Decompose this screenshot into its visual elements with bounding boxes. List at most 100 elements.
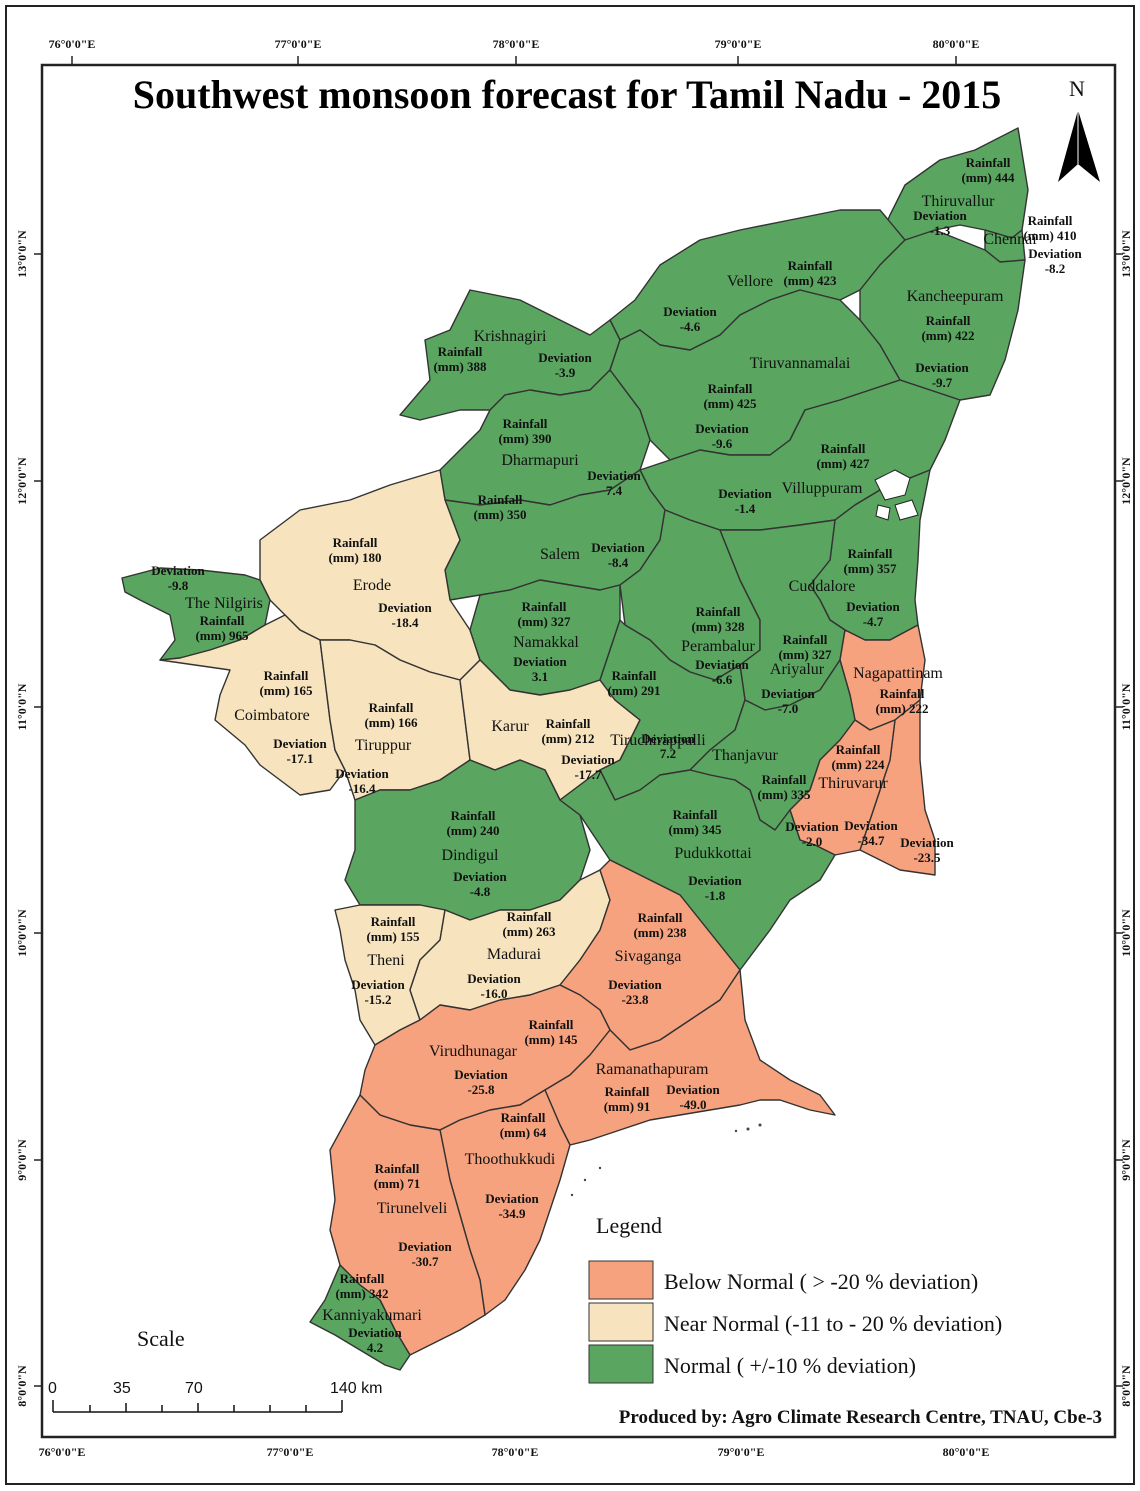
district-name-vellore: Vellore [727, 273, 773, 290]
district-name-virudhunagar: Virudhunagar [429, 1043, 518, 1060]
rainfall-label-tiruchirappalli: Rainfall [612, 668, 657, 683]
rainfall-value-tirunelveli: (mm) 71 [374, 1176, 421, 1191]
deviation-value-thoothukkudi: -34.9 [498, 1206, 526, 1221]
rainfall-label-chennai: Rainfall [1028, 213, 1073, 228]
deviation-value-villuppuram: -1.4 [735, 501, 756, 516]
lon-top-ticks [71, 56, 957, 65]
outer-frame [5, 5, 1135, 1485]
rainfall-value-theni: (mm) 155 [366, 929, 420, 944]
deviation-value-sivaganga: -23.8 [621, 992, 649, 1007]
legend-label-below: Below Normal ( > -20 % deviation) [664, 1269, 978, 1294]
rainfall-label-cuddalore: Rainfall [848, 546, 893, 561]
deviation-label-ramanathapuram: Deviation [666, 1082, 720, 1097]
deviation-value-ramanathapuram: -49.0 [679, 1097, 706, 1112]
rainfall-value-nagapattinam: (mm) 222 [875, 701, 928, 716]
rainfall-label-thanjavur: Rainfall [762, 772, 807, 787]
deviation-value-tiruvannamalai: -9.6 [712, 436, 733, 451]
rainfall-value-salem: (mm) 350 [473, 507, 526, 522]
deviation-label-krishnagiri: Deviation [538, 350, 592, 365]
rainfall-label-theni: Rainfall [371, 914, 416, 929]
scale-title: Scale [137, 1326, 185, 1351]
rainfall-label-pudukkottai: Rainfall [673, 807, 718, 822]
north-arrow-icon [1058, 110, 1100, 182]
rainfall-label-the-nilgiris: Rainfall [200, 613, 245, 628]
lat-right-8: 8°0'0"N [1119, 1365, 1133, 1407]
district-name-thiruvarur: Thiruvarur [818, 775, 888, 792]
rainfall-label-tiruvannamalai: Rainfall [708, 381, 753, 396]
legend: Legend Below Normal ( > -20 % deviation)… [588, 1213, 1002, 1384]
district-name-kanniyakumari: Kanniyakumari [322, 1307, 422, 1324]
rainfall-value-karur: (mm) 212 [541, 731, 594, 746]
rainfall-label-madurai: Rainfall [507, 909, 552, 924]
rainfall-label-vellore: Rainfall [788, 258, 833, 273]
rainfall-value-thanjavur: (mm) 335 [757, 787, 811, 802]
deviation-value-thanjavur: -2.0 [802, 834, 823, 849]
deviation-value-virudhunagar: -25.8 [467, 1082, 495, 1097]
lat-left-8: 8°0'0"N [15, 1365, 29, 1407]
deviation-value-ariyalur: -7.0 [778, 701, 799, 716]
district-name-dindigul: Dindigul [442, 847, 499, 864]
district-name-kancheepuram: Kancheepuram [907, 288, 1004, 305]
legend-title: Legend [596, 1213, 662, 1238]
lat-left-13: 13°0'0"N [15, 230, 29, 278]
deviation-value-kancheepuram: -9.7 [932, 375, 953, 390]
lon-top-76: 76°0'0"E [49, 37, 96, 51]
district-name-dharmapuri: Dharmapuri [501, 452, 579, 469]
deviation-value-madurai: -16.0 [480, 986, 507, 1001]
rainfall-value-vellore: (mm) 423 [783, 273, 837, 288]
district-name-ariyalur: Ariyalur [770, 661, 825, 678]
rainfall-value-villuppuram: (mm) 427 [816, 456, 870, 471]
deviation-label-virudhunagar: Deviation [454, 1067, 508, 1082]
district-kanniyakumari[interactable] [309, 1264, 411, 1371]
legend-swatch-near [588, 1302, 654, 1342]
deviation-label-thiruvallur: Deviation [913, 208, 967, 223]
deviation-label-coimbatore: Deviation [273, 736, 327, 751]
rainfall-label-villuppuram: Rainfall [821, 441, 866, 456]
rainfall-label-virudhunagar: Rainfall [529, 1017, 574, 1032]
rainfall-value-kancheepuram: (mm) 422 [921, 328, 974, 343]
rainfall-label-ariyalur: Rainfall [783, 632, 828, 647]
scale-tick-35: 35 [113, 1380, 131, 1397]
lon-bottom-79: 79°0'0"E [718, 1445, 765, 1459]
deviation-value-dindigul: -4.8 [470, 884, 491, 899]
rainfall-value-thiruvarur: (mm) 224 [831, 757, 885, 772]
deviation-label-the-nilgiris: Deviation [151, 563, 205, 578]
rainfall-label-dindigul: Rainfall [451, 808, 496, 823]
rainfall-label-ramanathapuram: Rainfall [605, 1084, 650, 1099]
district-name-erode: Erode [353, 577, 391, 594]
deviation-value-tiruppur: -16.4 [348, 781, 376, 796]
district-name-tiruvannamalai: Tiruvannamalai [750, 355, 851, 372]
deviation-label-thoothukkudi: Deviation [485, 1191, 539, 1206]
lon-top-79: 79°0'0"E [715, 37, 762, 51]
legend-label-normal: Normal ( +/-10 % deviation) [664, 1353, 916, 1378]
rainfall-label-thiruvallur: Rainfall [966, 155, 1011, 170]
deviation-label-dharmapuri: Deviation [587, 468, 641, 483]
lat-right-9: 9°0'0"N [1119, 1139, 1133, 1181]
deviation-label-perambalur: Deviation [695, 657, 749, 672]
rainfall-label-tirunelveli: Rainfall [375, 1161, 420, 1176]
deviation-value-coimbatore: -17.1 [286, 751, 313, 766]
district-name-tiruppur: Tiruppur [355, 737, 412, 754]
lon-bottom-77: 77°0'0"E [267, 1445, 314, 1459]
rainfall-label-kanniyakumari: Rainfall [340, 1271, 385, 1286]
lat-ticks [34, 253, 1123, 1387]
district-name-tirunelveli: Tirunelveli [377, 1200, 448, 1217]
scale-bar: Scale 0 35 70 140 km [48, 1326, 382, 1413]
district-name-namakkal: Namakkal [513, 634, 579, 651]
district-name-coimbatore: Coimbatore [234, 707, 310, 724]
deviation-label-madurai: Deviation [467, 971, 521, 986]
district-name-salem: Salem [540, 546, 581, 563]
district-name-thoothukkudi: Thoothukkudi [465, 1151, 556, 1168]
district-name-karur: Karur [491, 718, 529, 735]
rainfall-label-kancheepuram: Rainfall [926, 313, 971, 328]
rainfall-value-thiruvallur: (mm) 444 [961, 170, 1015, 185]
rainfall-value-tiruvannamalai: (mm) 425 [703, 396, 757, 411]
district-name-krishnagiri: Krishnagiri [474, 328, 547, 345]
rainfall-value-pudukkottai: (mm) 345 [668, 822, 722, 837]
district-name-the-nilgiris: The Nilgiris [185, 595, 263, 612]
deviation-label-namakkal: Deviation [513, 654, 567, 669]
legend-items: Below Normal ( > -20 % deviation)Near No… [588, 1260, 1002, 1384]
rainfall-label-erode: Rainfall [333, 535, 378, 550]
district-name-villuppuram: Villuppuram [782, 480, 863, 497]
